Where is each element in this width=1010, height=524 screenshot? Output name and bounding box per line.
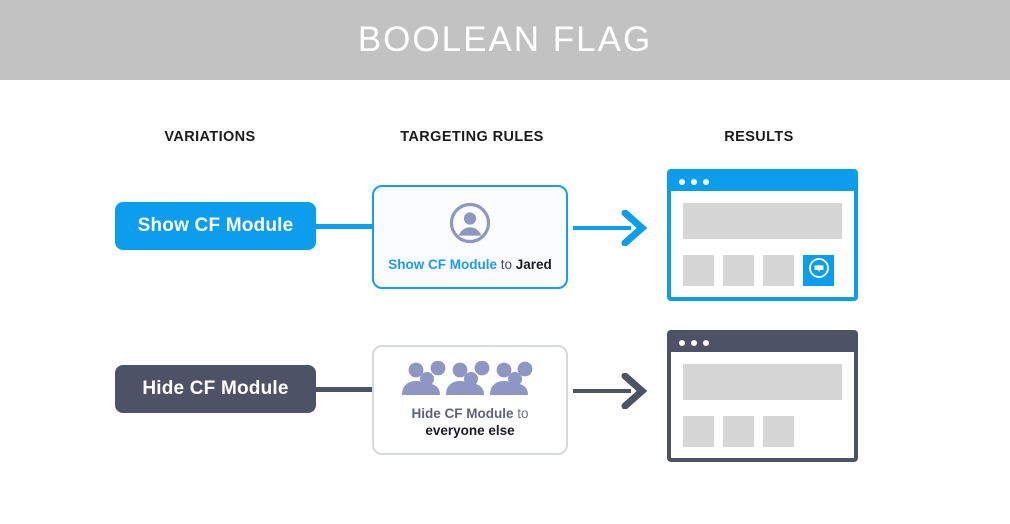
single-person-avatar-icon [449, 202, 491, 244]
rule-connector-label: to [496, 256, 516, 272]
tile-row [683, 416, 842, 447]
content-tile [763, 416, 794, 447]
content-tile [763, 255, 794, 286]
window-dot-icon [691, 340, 697, 346]
variation-pill-hide[interactable]: Hide CF Module [115, 365, 316, 413]
window-dot-icon [679, 340, 685, 346]
arrow-right-icon [573, 209, 648, 247]
rule-audience-label: everyone else [425, 423, 515, 438]
browser-content [671, 191, 854, 297]
variation-pill-label: Hide CF Module [142, 378, 289, 399]
page-title: BOOLEAN FLAG [357, 20, 653, 59]
flag-row-show: Show CF Module Show CF Module to Jared [0, 150, 1010, 320]
arrow-right-icon [573, 372, 648, 410]
column-heading-targeting-rules: TARGETING RULES [400, 129, 544, 145]
targeting-rule-text-show: Show CF Module to Jared [388, 256, 552, 273]
targeting-rule-card-show[interactable]: Show CF Module to Jared [372, 185, 568, 289]
browser-content [671, 352, 854, 458]
crowd-of-people-icon [402, 360, 538, 395]
page-header: BOOLEAN FLAG [0, 0, 1010, 80]
content-tile [723, 255, 754, 286]
window-dot-icon [703, 179, 709, 185]
content-placeholder-block [683, 203, 842, 239]
column-heading-results: RESULTS [724, 129, 794, 145]
connector-line [316, 224, 376, 229]
content-tile [723, 416, 754, 447]
column-heading-variations: VARIATIONS [164, 129, 256, 145]
connector-line [316, 387, 376, 392]
flag-row-hide: Hide CF Module [0, 313, 1010, 483]
window-dot-icon [679, 179, 685, 185]
targeting-rule-text-hide: Hide CF Module to everyone else [411, 405, 528, 439]
tile-row [683, 255, 842, 286]
browser-title-bar [671, 334, 854, 352]
browser-title-bar [671, 173, 854, 191]
window-dot-icon [691, 179, 697, 185]
content-tile [683, 255, 714, 286]
cf-module-tile[interactable] [803, 255, 834, 286]
result-window-hide[interactable] [667, 330, 858, 462]
chat-bubble-icon [808, 257, 830, 284]
targeting-rule-card-hide[interactable]: Hide CF Module to everyone else [372, 345, 568, 455]
content-placeholder-block [683, 364, 842, 400]
window-dot-icon [703, 340, 709, 346]
rule-variation-label: Hide CF Module [411, 406, 514, 421]
content-tile [683, 416, 714, 447]
rule-connector-label: to [513, 406, 529, 421]
rule-variation-label: Show CF Module [388, 256, 497, 272]
variation-pill-show[interactable]: Show CF Module [115, 202, 316, 250]
rule-audience-label: Jared [515, 256, 552, 272]
variation-pill-label: Show CF Module [137, 215, 294, 236]
result-window-show[interactable] [667, 169, 858, 301]
